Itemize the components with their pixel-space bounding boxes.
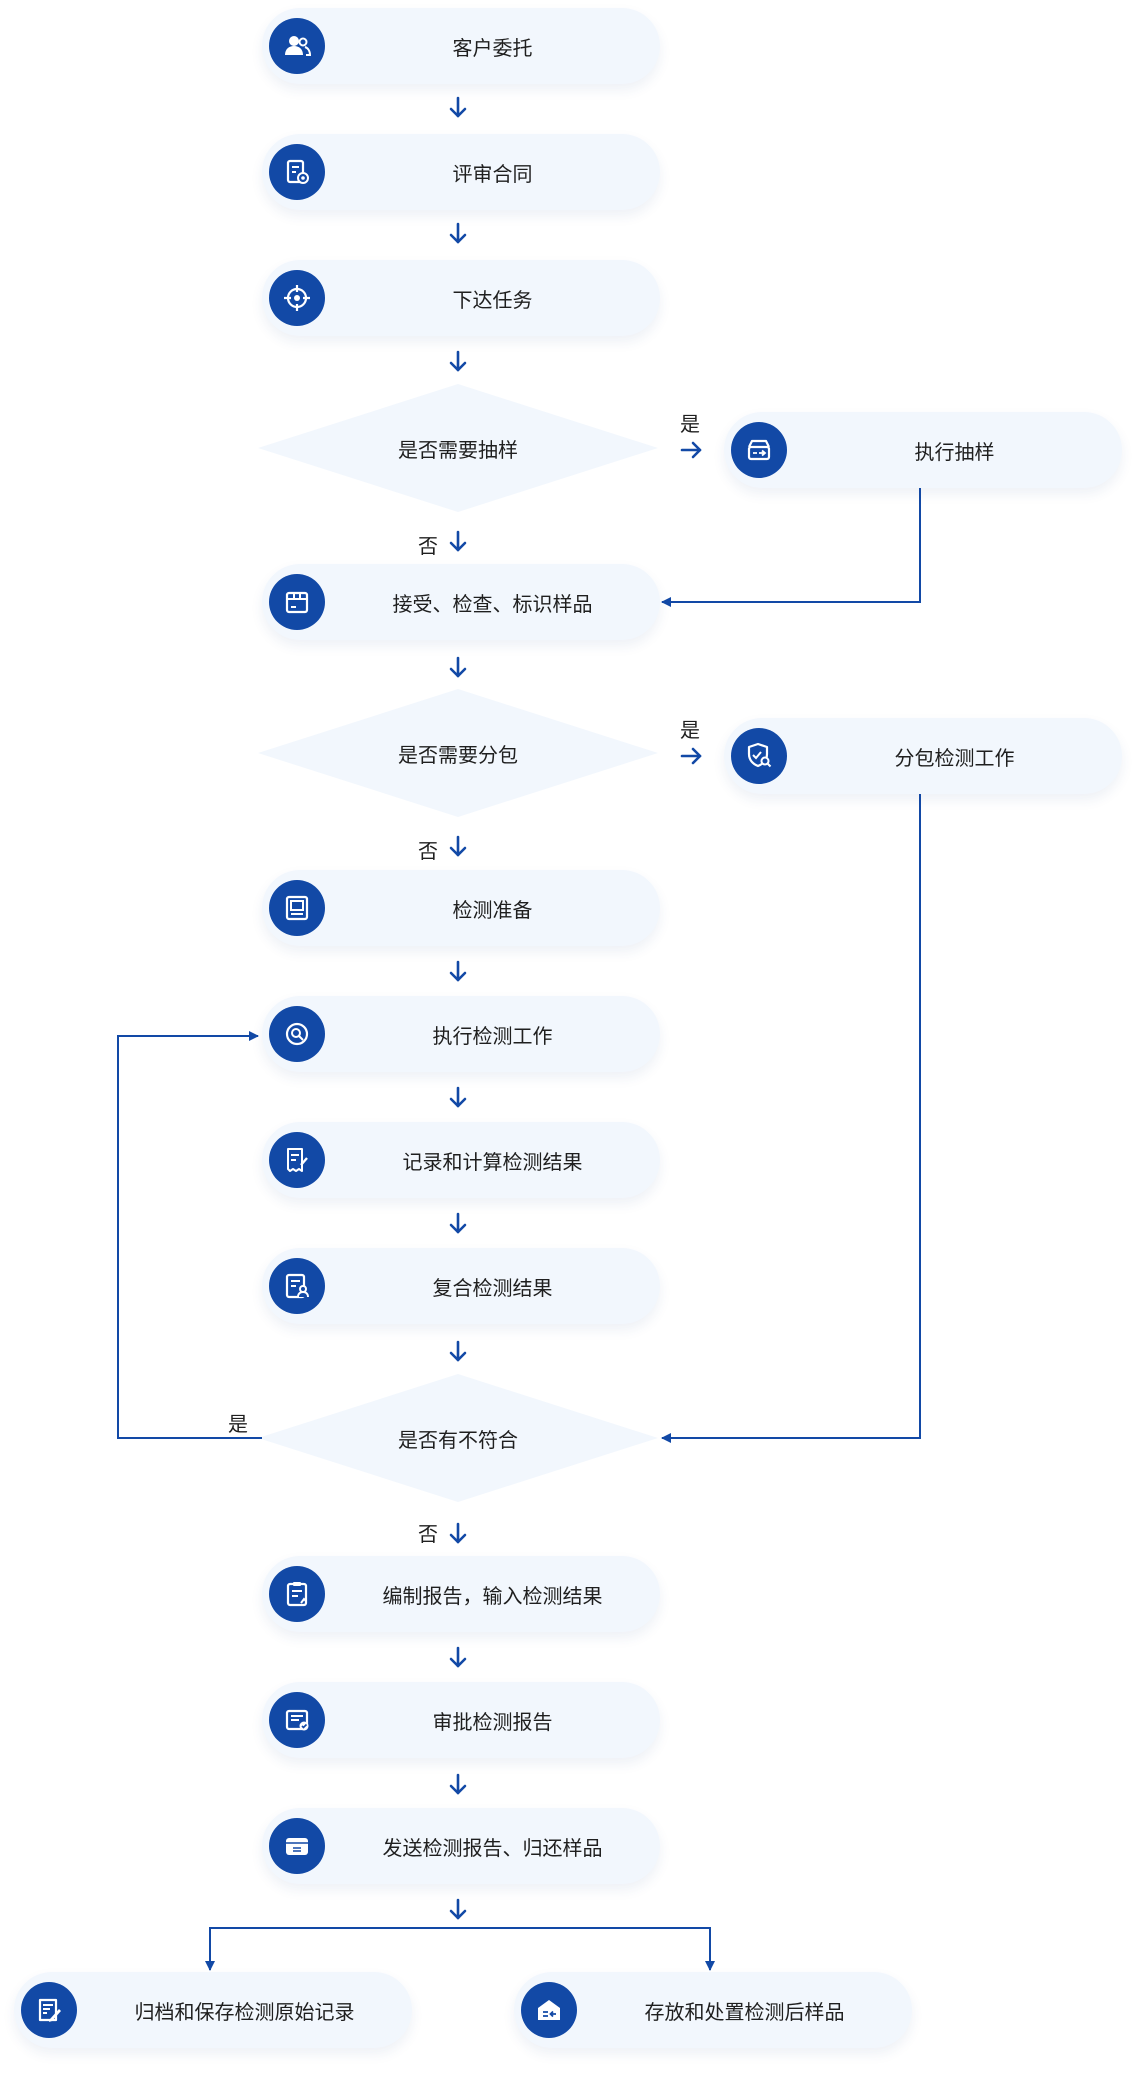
line-split-right (458, 1927, 715, 1971)
clipboard-icon (269, 1566, 325, 1622)
node-assign-task: 下达任务 (262, 260, 660, 336)
node-subcontract-work: 分包检测工作 (724, 718, 1122, 794)
decision-need-sampling: 是否需要抽样 (258, 384, 658, 512)
node-label: 审批检测报告 (432, 1709, 553, 1734)
report-check-icon (269, 1692, 325, 1748)
arrow-down-11 (449, 1522, 467, 1544)
diamond-nonconformity-shape (258, 1374, 658, 1502)
tray-icon (269, 1818, 325, 1874)
node-label: 发送检测报告、归还样品 (382, 1835, 603, 1860)
node-label: 记录和计算检测结果 (402, 1149, 583, 1174)
node-do-testing: 执行检测工作 (262, 996, 660, 1072)
node-record-results: 记录和计算检测结果 (262, 1122, 660, 1198)
node-recheck-results: 复合检测结果 (262, 1248, 660, 1324)
line-subcontract-return (661, 792, 921, 1443)
package-icon (269, 574, 325, 630)
contract-review-icon (269, 144, 325, 200)
node-label: 执行抽样 (914, 439, 995, 464)
node-archive-records: 归档和保存检测原始记录 (14, 1972, 412, 2048)
node-label: 执行检测工作 (432, 1023, 553, 1048)
decision-nonconformity: 是否有不符合 (258, 1374, 658, 1502)
arrow-right-sampling (680, 441, 702, 459)
node-prepare: 检测准备 (262, 870, 660, 946)
decision-label: 是否有不符合 (398, 1427, 518, 1452)
diamond-need-sampling-shape (258, 384, 658, 512)
arrow-down-4 (449, 530, 467, 552)
arrow-down-3 (449, 350, 467, 372)
arrow-down-5 (449, 656, 467, 678)
node-send-report: 发送检测报告、归还样品 (262, 1808, 660, 1884)
arrow-down-6 (449, 835, 467, 857)
arrow-down-12 (449, 1646, 467, 1668)
node-receive-samples: 接受、检查、标识样品 (262, 564, 660, 640)
arrow-down-13 (449, 1773, 467, 1795)
arrow-down-9 (449, 1212, 467, 1234)
node-label: 客户委托 (452, 35, 533, 60)
label-sampling-yes: 是 (680, 412, 700, 436)
arrow-down-7 (449, 960, 467, 982)
node-label: 复合检测结果 (432, 1275, 553, 1300)
line-split-left (205, 1927, 458, 1971)
notepad-pen-icon (21, 1982, 77, 2038)
warehouse-icon (521, 1982, 577, 2038)
node-review-contract: 评审合同 (262, 134, 660, 210)
document-edit-icon (269, 1132, 325, 1188)
label-subcontract-yes: 是 (680, 718, 700, 742)
arrow-down-2 (449, 222, 467, 244)
decision-need-subcontract: 是否需要分包 (258, 689, 658, 817)
label-nonconformity-no: 否 (418, 1522, 438, 1546)
label-sampling-no: 否 (418, 534, 438, 558)
arrow-right-subcontract (680, 747, 702, 765)
label-nonconformity-yes: 是 (228, 1412, 248, 1436)
line-sampling-return (661, 488, 921, 607)
node-label: 接受、检查、标识样品 (392, 591, 593, 616)
node-customer-commission: 客户委托 (262, 8, 660, 84)
arrow-down-10 (449, 1340, 467, 1362)
node-approve-report: 审批检测报告 (262, 1682, 660, 1758)
label-subcontract-no: 否 (418, 839, 438, 863)
monitor-icon (269, 880, 325, 936)
users-icon (269, 18, 325, 74)
arrow-down-14 (449, 1898, 467, 1920)
document-user-icon (269, 1258, 325, 1314)
decision-label: 是否需要分包 (398, 742, 518, 767)
diamond-need-subcontract-shape (258, 689, 658, 817)
line-nonconformity-loop (117, 1031, 262, 1439)
arrow-down-8 (449, 1086, 467, 1108)
node-store-samples: 存放和处置检测后样品 (514, 1972, 912, 2048)
node-label: 评审合同 (452, 161, 533, 186)
node-label: 归档和保存检测原始记录 (134, 1999, 355, 2024)
node-label: 存放和处置检测后样品 (644, 1999, 845, 2024)
node-compile-report: 编制报告，输入检测结果 (262, 1556, 660, 1632)
target-icon (269, 270, 325, 326)
arrow-down-1 (449, 96, 467, 118)
node-do-sampling: 执行抽样 (724, 412, 1122, 488)
node-label: 编制报告，输入检测结果 (382, 1583, 603, 1608)
node-label: 下达任务 (452, 287, 533, 312)
magnifier-icon (269, 1006, 325, 1062)
sampling-tray-icon (731, 422, 787, 478)
node-label: 检测准备 (452, 897, 533, 922)
shield-search-icon (731, 728, 787, 784)
node-label: 分包检测工作 (894, 745, 1015, 770)
decision-label: 是否需要抽样 (398, 437, 518, 462)
